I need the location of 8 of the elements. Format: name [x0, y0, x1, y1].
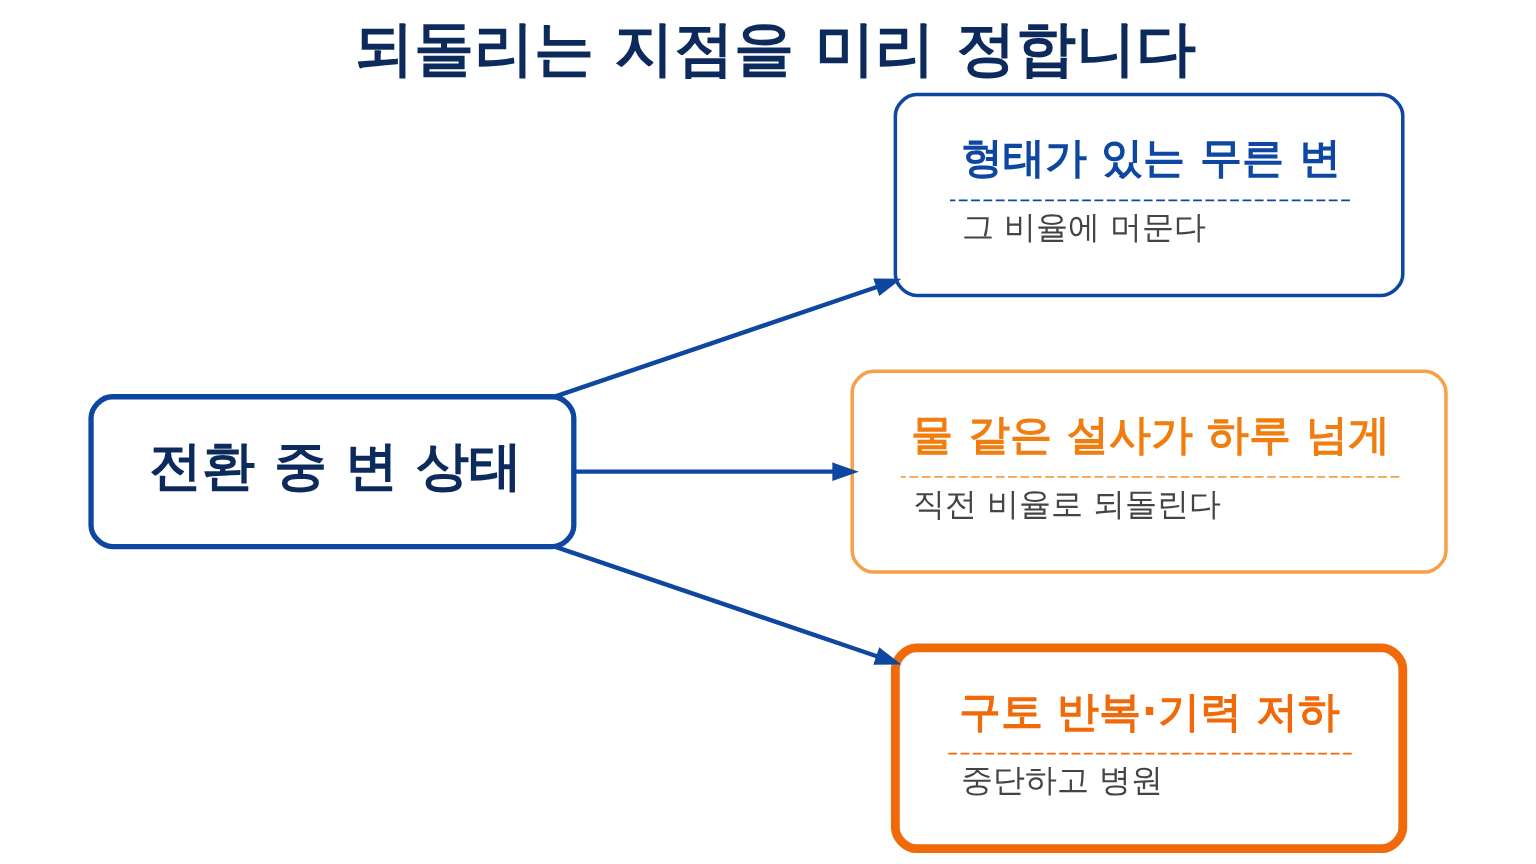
arrow — [553, 544, 901, 665]
node-box: 전환 중 변 상태 — [87, 394, 576, 550]
arrow — [553, 278, 901, 399]
arrow — [573, 462, 859, 481]
node-box: 구토 반복·기력 저하 중단하고 병원 — [890, 643, 1407, 854]
diagram-title: 되돌리는 지점을 미리 정합니다 — [353, 12, 1196, 83]
node-box: 물 같은 설사가 하루 넘게 직전 비율로 되돌린다 — [849, 369, 1448, 574]
node-box: 형태가 있는 무른 변 그 비율에 머문다 — [893, 92, 1405, 298]
